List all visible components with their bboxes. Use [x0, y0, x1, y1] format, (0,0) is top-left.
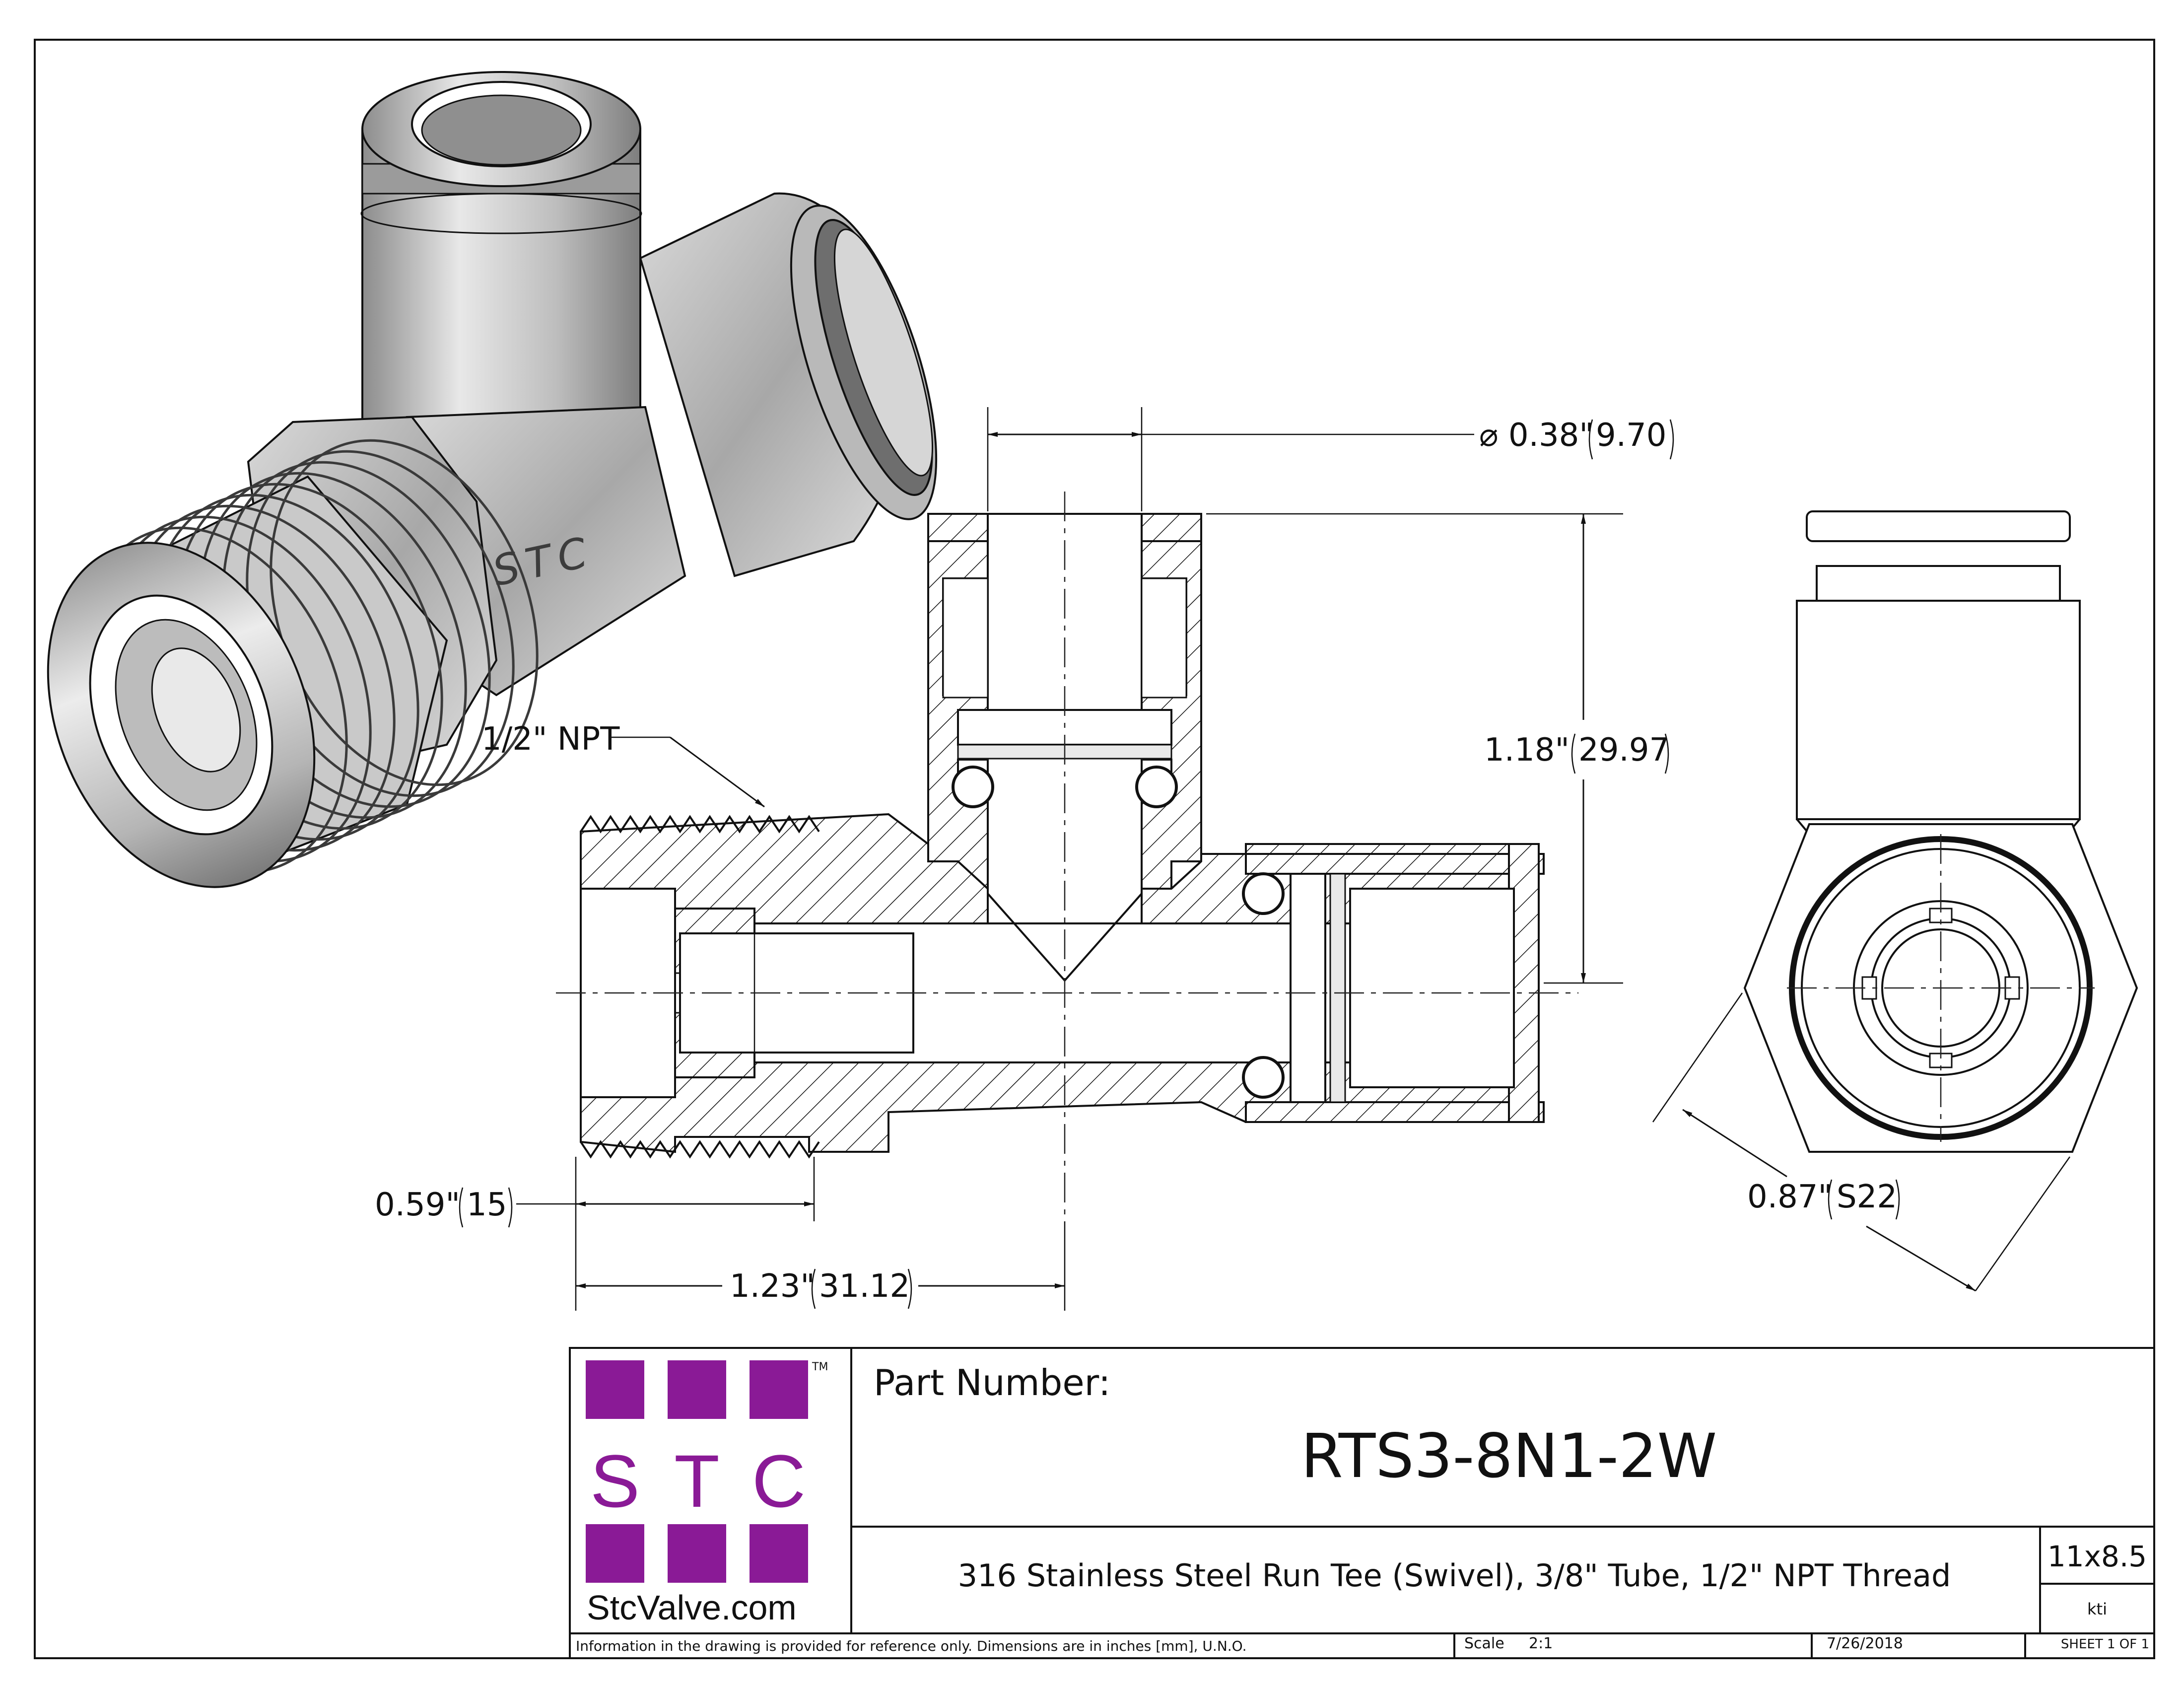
height-dim-mm: 29.97 [1578, 732, 1669, 769]
center-length-dim-mm: 31.12 [819, 1268, 910, 1305]
npt-thread-teeth-top [580, 815, 820, 834]
logo-letter-s: S [590, 1439, 640, 1523]
iso-right-body [639, 192, 938, 577]
logo-letter-c: C [752, 1439, 806, 1523]
part-number-label: Part Number: [874, 1362, 1110, 1404]
thread-length-dim-mm: 15 [467, 1187, 507, 1223]
section-view [556, 492, 1578, 1221]
diameter-dim: ⌀ 0.38" [1479, 417, 1594, 454]
hex-size-dim-mm: S22 [1837, 1179, 1897, 1215]
logo-website: StcValve.com [587, 1588, 797, 1627]
sheet-number: SHEET 1 OF 1 [2061, 1637, 2149, 1652]
center-length-dim: 1.23" [730, 1268, 815, 1305]
isometric-view: STC [47, 71, 938, 888]
logo-letter-t: T [674, 1439, 720, 1523]
stc-logo: S T C TM StcValve.com [586, 1360, 828, 1627]
thread-tooth-profile [580, 815, 820, 834]
disclaimer: Information in the drawing is provided f… [576, 1638, 1246, 1654]
section-branch-wall-left [927, 513, 989, 890]
drawn-by: kti [2087, 1600, 2107, 1618]
scale-value: 2:1 [1529, 1635, 1553, 1652]
right-insert [1242, 843, 1545, 1123]
part-number: RTS3-8N1-2W [1301, 1421, 1717, 1491]
npt-thread-teeth-bottom [580, 1140, 820, 1159]
side-view [1743, 510, 2138, 1153]
thread-length-dim: 0.59" [375, 1187, 460, 1223]
part-description: 316 Stainless Steel Run Tee (Swivel), 3/… [958, 1557, 1951, 1594]
height-dim: 1.18" [1484, 732, 1570, 769]
section-branch-wall-right [1141, 513, 1202, 890]
title-block: S T C TM StcValve.com Part Number: RTS3-… [569, 1347, 2155, 1659]
logo-trademark: TM [812, 1361, 828, 1373]
thread-callout: 1/2" NPT [481, 721, 620, 758]
thread-tooth-profile [580, 1140, 820, 1159]
iso-thread [47, 439, 539, 888]
drawing-date: 7/26/2018 [1827, 1635, 1903, 1652]
dimensions: ⌀ 0.38" 9.70 1.18" 29.97 1/2" NPT 0.59" … [375, 407, 2071, 1311]
sheet-size: 11x8.5 [2048, 1540, 2147, 1573]
scale-label: Scale [1464, 1635, 1504, 1652]
diameter-dim-mm: 9.70 [1596, 417, 1667, 454]
hex-size-dim: 0.87" [1747, 1179, 1833, 1215]
